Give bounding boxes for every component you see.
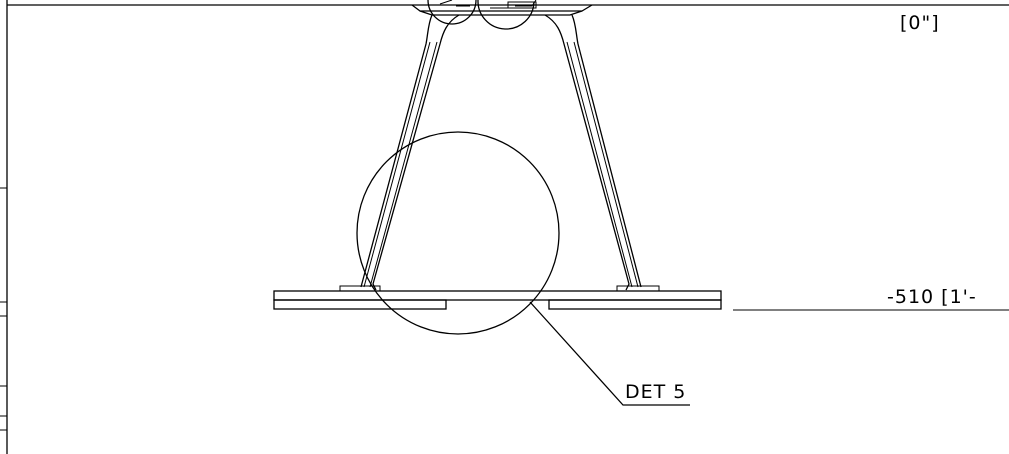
detail-callout	[356, 131, 690, 406]
elevation-top-label: [0"]	[900, 12, 940, 34]
detail-leader-line	[529, 301, 690, 406]
base-plate-assembly	[273, 290, 722, 310]
left-leg	[339, 14, 460, 292]
top-connection-assembly	[411, 0, 593, 30]
detail-circle	[356, 131, 560, 335]
detail-callout-label: DET 5	[625, 381, 686, 403]
elevation-bottom-label: -510 [1'-	[887, 286, 977, 308]
right-leg	[544, 14, 660, 292]
left-border	[0, 0, 8, 454]
